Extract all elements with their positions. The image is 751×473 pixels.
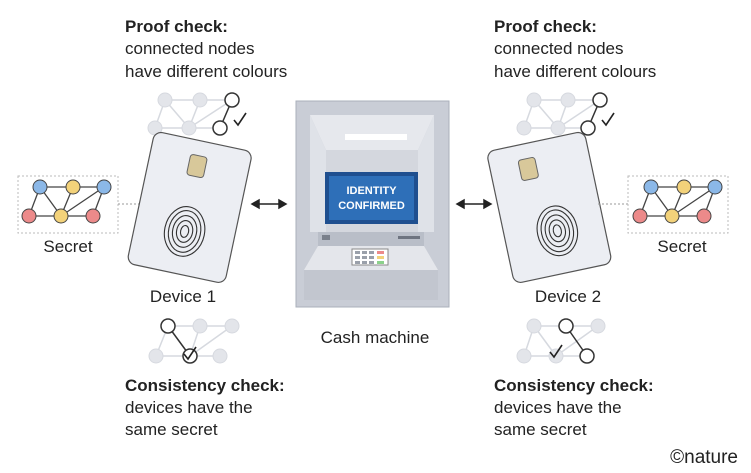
device-2-label: Device 2	[535, 287, 601, 306]
right-secret-label: Secret	[657, 237, 706, 256]
cash-machine: IDENTITY CONFIRMED	[295, 100, 450, 308]
left-consistency-title: Consistency check:	[125, 376, 285, 395]
atm-screen-line1: IDENTITY	[346, 185, 397, 197]
right-consistency-line1: devices have the	[494, 398, 622, 417]
right-proof-check-line1: connected nodes	[494, 39, 624, 58]
left-consistency-graph	[148, 318, 240, 364]
fingerprint-icon	[536, 205, 579, 257]
right-proof-graph	[516, 92, 615, 136]
right-proof-checkmark-icon	[601, 112, 615, 127]
right-proof-check-line2: have different colours	[494, 62, 656, 81]
left-consistency-line2: same secret	[125, 420, 218, 439]
left-proof-check-line1: connected nodes	[125, 39, 255, 58]
right-consistency-line2: same secret	[494, 420, 587, 439]
device-2-card	[487, 131, 612, 283]
left-secret-label: Secret	[43, 237, 92, 256]
atm-screen-line2: CONFIRMED	[338, 200, 405, 212]
left-double-arrow-icon	[250, 198, 288, 210]
chip-icon	[517, 157, 539, 181]
left-proof-checkmark-icon	[233, 112, 247, 127]
right-double-arrow-icon	[455, 198, 493, 210]
nature-credit: ©nature	[670, 447, 738, 468]
device-1-label: Device 1	[150, 287, 216, 306]
left-proof-check-line2: have different colours	[125, 62, 287, 81]
chip-icon	[186, 154, 208, 179]
left-secret-graph	[17, 175, 119, 234]
left-proof-check-title: Proof check:	[125, 17, 228, 36]
fingerprint-icon	[163, 206, 206, 257]
left-proof-graph	[147, 92, 247, 136]
left-consistency-checkmark-icon	[183, 346, 197, 361]
cash-machine-label: Cash machine	[321, 328, 430, 347]
atm-screen	[329, 176, 414, 220]
right-secret-graph	[627, 175, 729, 234]
atm-keypad	[351, 248, 389, 266]
device-1-card	[127, 131, 252, 283]
right-consistency-title: Consistency check:	[494, 376, 654, 395]
left-consistency-line1: devices have the	[125, 398, 253, 417]
right-proof-check-title: Proof check:	[494, 17, 597, 36]
right-consistency-checkmark-icon	[549, 344, 563, 359]
right-consistency-graph	[516, 318, 606, 364]
